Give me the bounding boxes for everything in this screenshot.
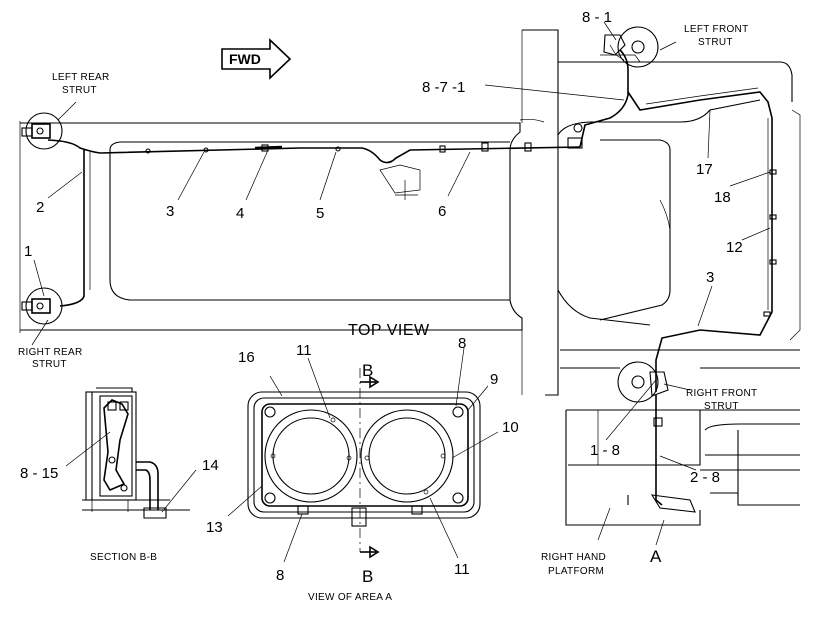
left-rear-strut-caption-line-2: STRUT bbox=[62, 85, 97, 96]
view-of-area-caption: VIEW OF AREA A bbox=[308, 592, 392, 603]
leader-lines bbox=[31, 21, 771, 563]
right-front-strut-caption-line-2: STRUT bbox=[704, 401, 739, 412]
left-rear-strut-symbol bbox=[21, 112, 63, 150]
callout-18: 18 bbox=[714, 189, 731, 206]
view-marker-a: A bbox=[650, 547, 662, 566]
section-caption: SECTION B-B bbox=[90, 552, 157, 563]
right-rear-strut-caption-line-1: RIGHT REAR bbox=[18, 347, 83, 358]
view-of-area-a bbox=[247, 368, 481, 559]
right-hand-platform-caption-line-2: PLATFORM bbox=[548, 566, 604, 577]
section-marker-lower: B bbox=[362, 567, 373, 586]
callout-5: 5 bbox=[316, 205, 324, 222]
right-hand-platform-caption-line-1: RIGHT HAND bbox=[541, 552, 606, 563]
callout-3-front: 3 bbox=[706, 269, 714, 286]
callout-8-15: 8 - 15 bbox=[20, 465, 58, 482]
callout-1-rear: 1 bbox=[24, 243, 32, 260]
callout-3-rear: 3 bbox=[166, 203, 174, 220]
top-view-caption: TOP VIEW bbox=[348, 322, 430, 339]
fwd-label: FWD bbox=[229, 51, 261, 67]
right-rear-strut-symbol bbox=[21, 287, 63, 325]
right-rear-strut-caption-line-2: STRUT bbox=[32, 359, 67, 370]
callout-12: 12 bbox=[726, 239, 743, 256]
captions: TOP VIEW LEFT REAR STRUT RIGHT REAR STRU… bbox=[18, 24, 757, 603]
callout-10: 10 bbox=[502, 419, 519, 436]
right-front-strut-caption-line-1: RIGHT FRONT bbox=[686, 388, 757, 399]
callout-16: 16 bbox=[238, 349, 255, 366]
callout-2: 2 bbox=[36, 199, 44, 216]
callout-13: 13 bbox=[206, 519, 223, 536]
callout-8-1: 8 - 1 bbox=[582, 9, 612, 26]
callout-8-7-1: 8 -7 -1 bbox=[422, 79, 465, 96]
callout-11-lower: 11 bbox=[454, 561, 470, 578]
forward-arrow: FWD bbox=[221, 38, 292, 80]
callout-8-view: 8 bbox=[458, 335, 466, 352]
callout-1-8: 1 - 8 bbox=[590, 442, 620, 459]
callout-2-8: 2 - 8 bbox=[690, 469, 720, 486]
left-rear-strut-caption-line-1: LEFT REAR bbox=[52, 72, 110, 83]
left-front-strut-caption-line-2: STRUT bbox=[698, 37, 733, 48]
left-front-strut-symbol bbox=[600, 26, 659, 68]
section-marker-upper: B bbox=[362, 361, 373, 380]
callout-4: 4 bbox=[236, 205, 244, 222]
callout-14: 14 bbox=[202, 457, 219, 474]
right-hand-platform bbox=[565, 409, 800, 526]
chassis-outline bbox=[19, 29, 801, 396]
callout-numbers: 8 - 1 8 -7 -1 1 2 3 4 5 6 17 18 12 3 16 … bbox=[20, 9, 743, 584]
left-front-strut-caption-line-1: LEFT FRONT bbox=[684, 24, 748, 35]
callout-8-lower: 8 bbox=[276, 567, 284, 584]
callout-17: 17 bbox=[696, 161, 713, 178]
callout-6: 6 bbox=[438, 203, 446, 220]
wiring-harness bbox=[47, 44, 777, 506]
callout-11-upper: 11 bbox=[296, 342, 312, 359]
section-b-b bbox=[82, 387, 190, 519]
callout-9: 9 bbox=[490, 371, 498, 388]
